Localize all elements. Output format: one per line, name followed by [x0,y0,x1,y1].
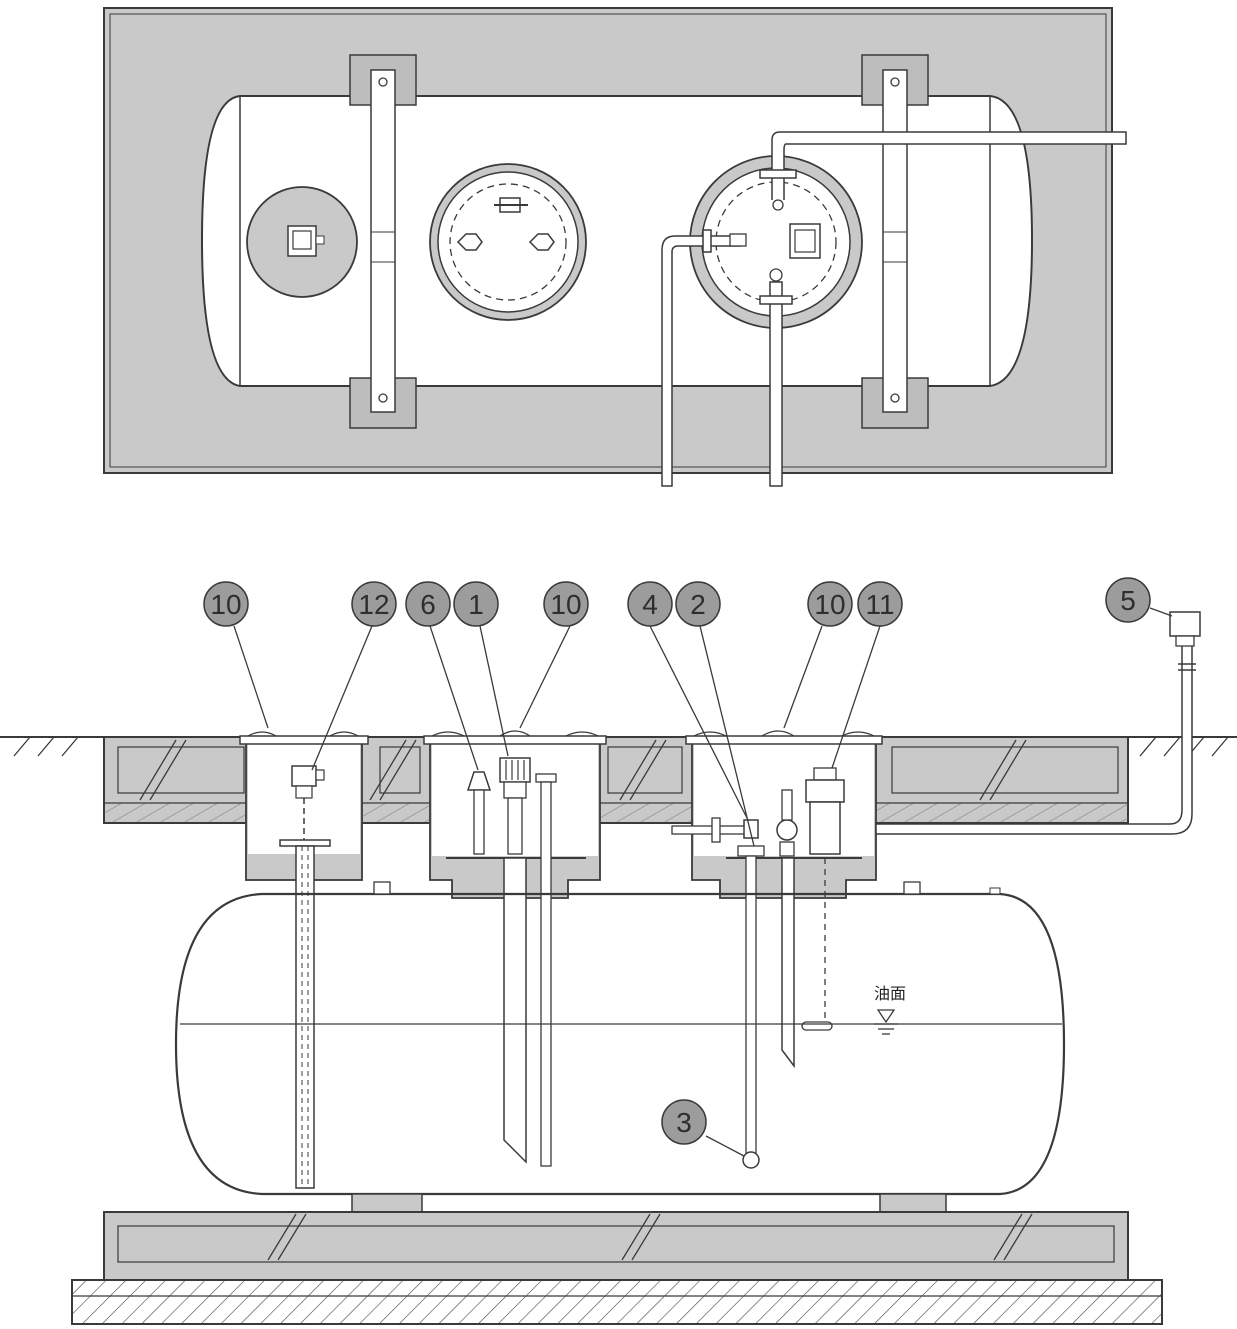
callout-10-right: 10 [807,581,853,627]
callout-11: 11 [857,581,903,627]
plan-manhole-right [661,131,1127,487]
svg-text:10: 10 [210,589,241,620]
svg-text:6: 6 [420,589,436,620]
svg-text:12: 12 [358,589,389,620]
plan-manhole-small [246,186,358,298]
svg-text:2: 2 [690,589,706,620]
callout-5: 5 [1105,577,1151,623]
plan-view [103,7,1127,487]
callout-3: 3 [661,1099,707,1145]
callout-2: 2 [675,581,721,627]
callout-6: 6 [405,581,451,627]
callout-10-left: 10 [203,581,249,627]
plan-strap-right [861,54,929,429]
tank-body [174,892,1066,1196]
pit-center [423,730,607,1167]
svg-text:1: 1 [468,589,484,620]
pit-right [671,611,1201,1157]
pit-left [239,731,369,1189]
plan-strap-left [349,54,417,429]
svg-text:11: 11 [865,589,894,620]
plan-manhole-center [429,163,587,321]
callout-12: 12 [351,581,397,627]
svg-text:4: 4 [642,589,658,620]
base-foundation [71,1279,1163,1325]
oil-level-label: 油面 [874,984,906,1003]
callout-1: 1 [453,581,499,627]
leader-lines [233,607,1173,1157]
section-view: 油面 [0,611,1237,1325]
svg-text:10: 10 [550,589,581,620]
callout-4: 4 [627,581,673,627]
svg-text:5: 5 [1120,585,1136,616]
base-slab [103,1211,1129,1281]
callout-10-center: 10 [543,581,589,627]
svg-text:10: 10 [814,589,845,620]
callouts: 10 12 6 1 10 4 2 10 [203,577,1151,1145]
oil-level-marker: 油面 [874,984,906,1035]
svg-text:3: 3 [676,1107,692,1138]
